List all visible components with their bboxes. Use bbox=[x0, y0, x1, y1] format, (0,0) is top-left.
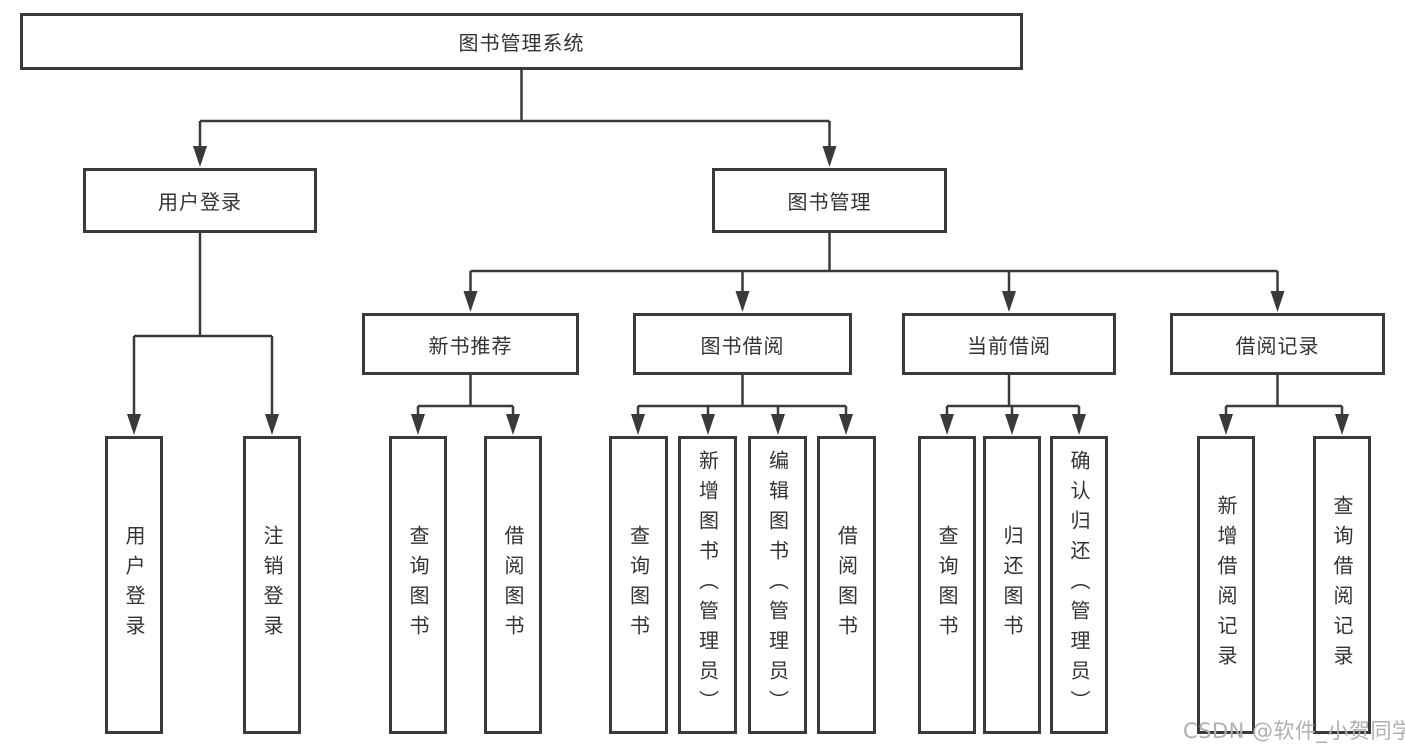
node-label: 查询图书 bbox=[626, 525, 651, 645]
node-label: 查询借阅记录 bbox=[1330, 495, 1354, 675]
csdn-watermark: CSDN @软件_小贺同学 bbox=[1183, 719, 1405, 743]
leaf-confirm-return-admin: 确认归还（管理员） bbox=[1050, 436, 1108, 734]
node-label: 新增图书（管理员） bbox=[695, 450, 720, 720]
leaf-add-borrow-record: 新增借阅记录 bbox=[1197, 436, 1255, 734]
node-label: 图书管理系统 bbox=[458, 31, 585, 55]
node-book-management: 图书管理 bbox=[712, 168, 947, 233]
leaf-return-books: 归还图书 bbox=[983, 436, 1041, 734]
leaf-query-books-2: 查询图书 bbox=[609, 436, 668, 734]
node-label: 图书管理 bbox=[787, 190, 872, 214]
node-current-borrowing: 当前借阅 bbox=[902, 313, 1116, 375]
node-label: 用户登录 bbox=[122, 525, 146, 645]
node-label: 新增借阅记录 bbox=[1214, 495, 1238, 675]
leaf-query-books-3: 查询图书 bbox=[918, 436, 976, 734]
node-label: 用户登录 bbox=[158, 190, 242, 214]
node-book-borrowing: 图书借阅 bbox=[633, 313, 852, 375]
node-label: 当前借阅 bbox=[967, 333, 1051, 358]
node-label: 查询图书 bbox=[406, 525, 430, 645]
leaf-user-login: 用户登录 bbox=[105, 436, 163, 734]
node-label: 归还图书 bbox=[1000, 525, 1024, 645]
leaf-borrow-books-2: 借阅图书 bbox=[817, 436, 876, 734]
node-label: 借阅图书 bbox=[501, 525, 525, 645]
leaf-query-borrow-record: 查询借阅记录 bbox=[1313, 436, 1371, 734]
leaf-logout: 注销登录 bbox=[243, 436, 301, 734]
leaf-add-books-admin: 新增图书（管理员） bbox=[678, 436, 737, 734]
node-label: 新书推荐 bbox=[428, 333, 513, 358]
leaf-edit-books-admin: 编辑图书（管理员） bbox=[748, 436, 807, 734]
node-label: 图书借阅 bbox=[700, 333, 785, 358]
node-label: 借阅记录 bbox=[1235, 333, 1320, 358]
leaf-borrow-books-1: 借阅图书 bbox=[484, 436, 542, 734]
node-label: 注销登录 bbox=[260, 525, 284, 645]
node-label: 确认归还（管理员） bbox=[1067, 450, 1091, 720]
node-user-login: 用户登录 bbox=[83, 168, 317, 233]
leaf-query-books-1: 查询图书 bbox=[389, 436, 447, 734]
node-borrowing-records: 借阅记录 bbox=[1170, 313, 1385, 375]
node-label: 借阅图书 bbox=[834, 525, 859, 645]
node-library-management-system: 图书管理系统 bbox=[20, 13, 1023, 70]
node-label: 查询图书 bbox=[935, 525, 959, 645]
node-label: 编辑图书（管理员） bbox=[765, 450, 790, 720]
node-new-book-recommendation: 新书推荐 bbox=[362, 313, 579, 375]
